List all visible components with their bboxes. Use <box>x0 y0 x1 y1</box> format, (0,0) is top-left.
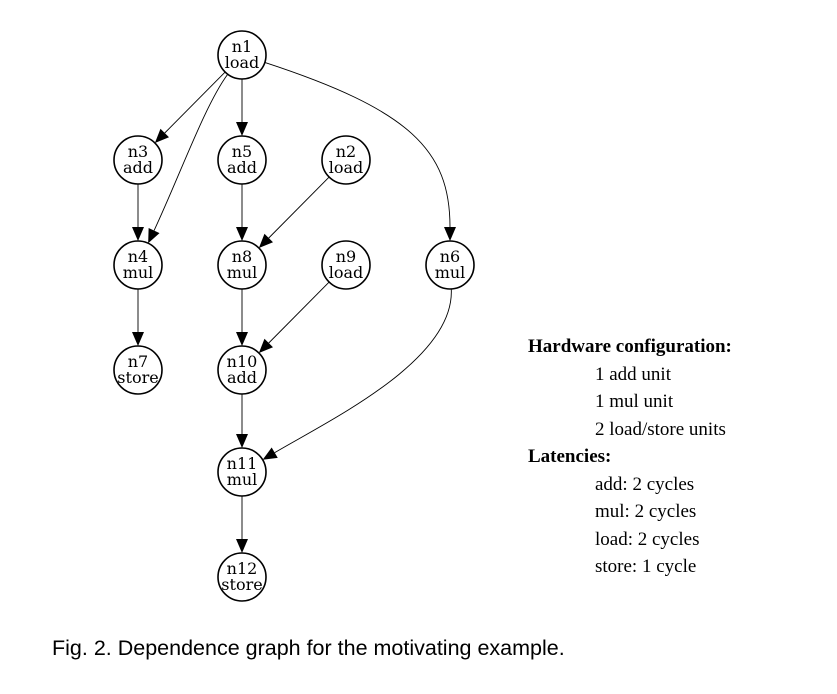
node-id-label: n3 <box>128 142 148 161</box>
node-id-label: n1 <box>232 37 252 56</box>
hardware-heading: Hardware configuration: <box>528 336 732 357</box>
node-id-label: n8 <box>232 247 252 266</box>
node-op-label: mul <box>435 263 466 282</box>
latency-item: add: 2 cycles <box>595 473 695 495</box>
node-op-label: add <box>227 158 257 177</box>
node-circle <box>217 345 267 395</box>
edge-n1-n4 <box>148 74 229 244</box>
node-circle <box>321 135 371 185</box>
edge-n9-n10 <box>258 281 330 353</box>
arrow-head <box>236 539 248 553</box>
arrow-head <box>258 233 274 248</box>
node-id-label: n11 <box>227 454 258 473</box>
edge-n3-n4 <box>132 184 144 241</box>
latency-item: load: 2 cycles <box>595 528 700 550</box>
node-op-label: mul <box>227 470 258 489</box>
hardware-item: 1 add unit <box>595 363 671 385</box>
node-circle <box>425 240 475 290</box>
latency-item: mul: 2 cycles <box>595 501 697 522</box>
node-circle <box>113 135 163 185</box>
edge-n1-n5 <box>236 79 248 136</box>
node-op-label: mul <box>123 263 154 282</box>
arrow-head <box>236 434 248 448</box>
node-id-label: n2 <box>336 142 356 161</box>
node-id-label: n10 <box>227 352 258 371</box>
node-id-label: n7 <box>128 352 148 371</box>
graph-nodes: n1loadn3addn5addn2loadn6muln4muln8muln9l… <box>113 30 475 602</box>
node-op-label: load <box>225 53 260 72</box>
edge-line <box>274 288 452 454</box>
arrow-head <box>154 128 170 143</box>
node-id-label: n4 <box>128 247 148 266</box>
edge-n4-n7 <box>132 289 144 346</box>
edge-n8-n10 <box>236 289 248 346</box>
hardware-item: 2 load/store units <box>595 418 726 440</box>
node-op-label: load <box>329 158 364 177</box>
arrow-head <box>132 227 144 241</box>
node-circle <box>217 135 267 185</box>
edge-n10-n11 <box>236 394 248 448</box>
arrow-head <box>236 227 248 241</box>
edge-line <box>153 74 229 231</box>
node-op-label: mul <box>227 263 258 282</box>
arrow-head <box>236 122 248 136</box>
node-circle <box>217 447 267 497</box>
node-circle <box>217 30 267 80</box>
latencies-heading: Latencies: <box>528 446 612 467</box>
node-circle <box>113 345 163 395</box>
edge-n11-n12 <box>236 496 248 553</box>
edge-n6-n11 <box>262 288 452 460</box>
node-circle <box>321 240 371 290</box>
node-id-label: n12 <box>227 559 258 578</box>
arrow-head <box>236 332 248 346</box>
node-op-label: add <box>123 158 153 177</box>
latency-item: store: 1 cycle <box>595 556 697 577</box>
edge-n1-n6 <box>264 62 456 241</box>
arrow-head <box>132 332 144 346</box>
node-op-label: store <box>221 575 262 594</box>
hardware-item: 1 mul unit <box>595 391 674 412</box>
node-circle <box>217 240 267 290</box>
arrow-head <box>262 447 278 460</box>
node-id-label: n5 <box>232 142 252 161</box>
arrow-head <box>258 338 274 353</box>
node-circle <box>113 240 163 290</box>
config-panel: Hardware configuration: 1 add unit 1 mul… <box>528 333 732 581</box>
figure-caption: Fig. 2. Dependence graph for the motivat… <box>52 636 565 660</box>
node-op-label: add <box>227 368 257 387</box>
edge-line <box>164 71 226 134</box>
arrow-head <box>148 228 160 244</box>
node-op-label: store <box>117 368 158 387</box>
edge-line <box>268 176 330 239</box>
edge-line <box>264 62 451 228</box>
node-id-label: n6 <box>440 247 460 266</box>
edge-n2-n8 <box>258 176 330 248</box>
graph-edges <box>132 62 456 553</box>
edge-n1-n3 <box>154 71 226 143</box>
edge-line <box>268 281 330 344</box>
arrow-head <box>444 227 456 241</box>
node-id-label: n9 <box>336 247 356 266</box>
node-circle <box>217 552 267 602</box>
node-op-label: load <box>329 263 364 282</box>
edge-n5-n8 <box>236 184 248 241</box>
